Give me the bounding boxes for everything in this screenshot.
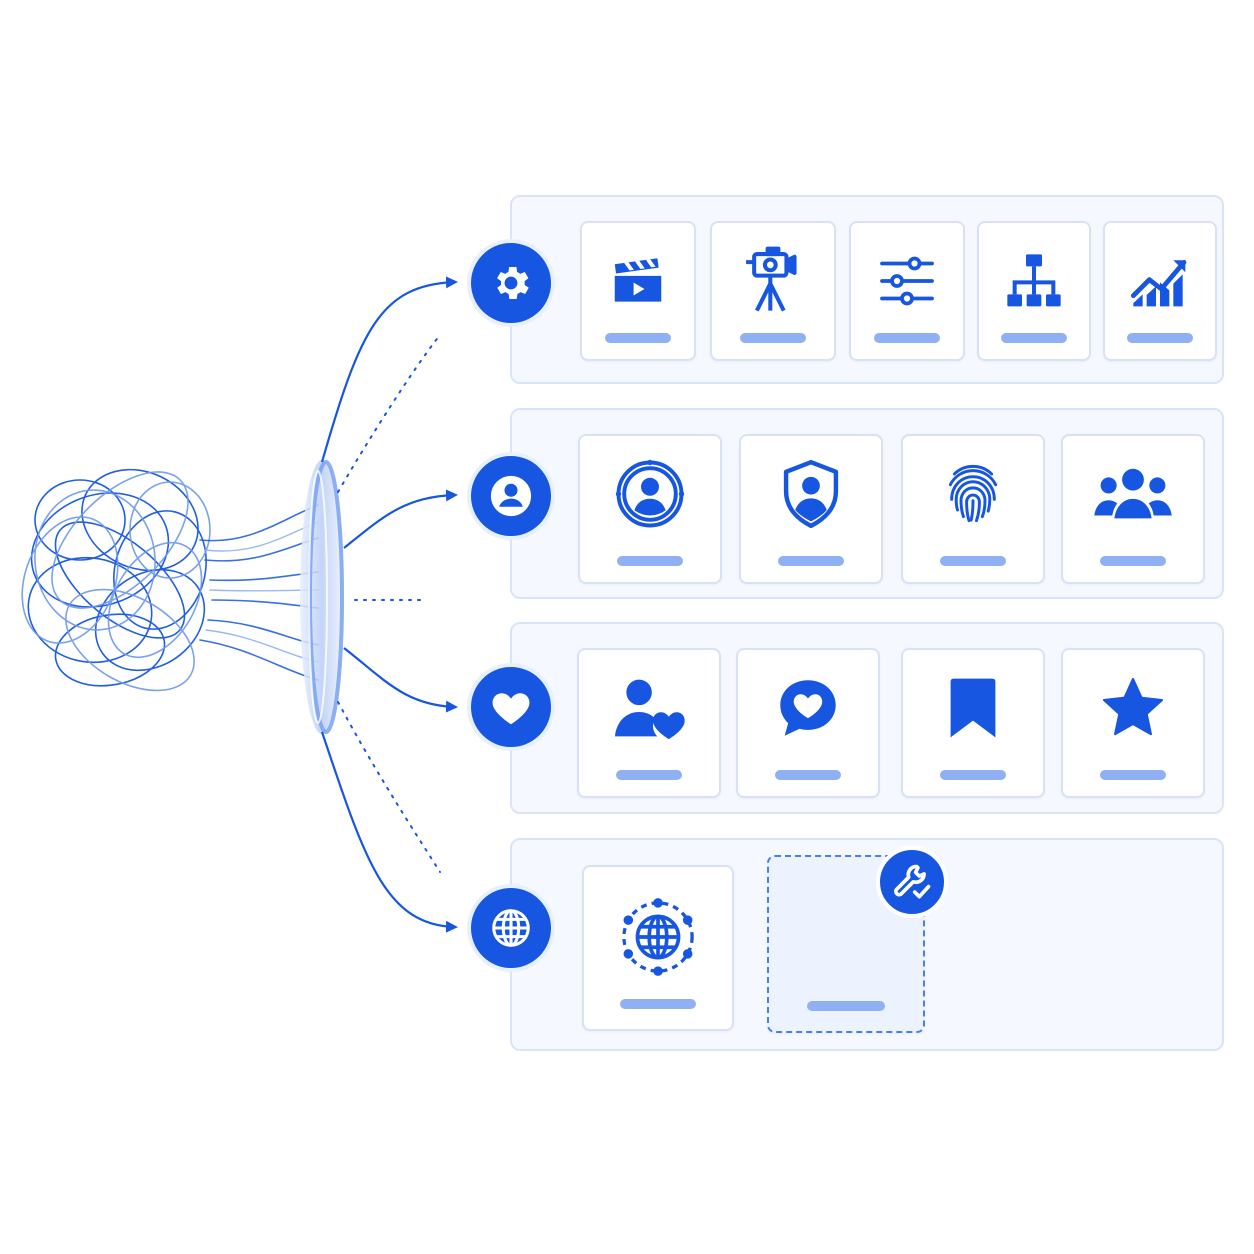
globe-network-icon xyxy=(622,898,694,976)
lens-disc-icon xyxy=(300,460,344,734)
gear-icon xyxy=(497,267,529,299)
tile-label-bar xyxy=(617,556,683,566)
heart-chat-icon xyxy=(780,680,836,736)
tile-group[interactable] xyxy=(1061,434,1205,584)
user-shield-icon xyxy=(783,459,839,529)
tile-video-camera[interactable] xyxy=(710,221,836,361)
tile-profile-circle[interactable] xyxy=(578,434,722,584)
tangled-lines-icon xyxy=(21,468,319,692)
tile-sliders[interactable] xyxy=(849,221,965,361)
tile-label-bar xyxy=(1100,770,1166,780)
tile-star[interactable] xyxy=(1061,648,1205,798)
tile-label-bar xyxy=(1001,333,1067,343)
tile-label-bar xyxy=(1127,333,1193,343)
bookmark-icon xyxy=(950,678,996,738)
tile-globe-network[interactable] xyxy=(582,865,734,1031)
user-heart-icon xyxy=(615,679,685,740)
tile-label-bar xyxy=(778,556,844,566)
tile-label-bar xyxy=(1100,556,1166,566)
tile-user-shield[interactable] xyxy=(739,434,883,584)
tile-label-bar xyxy=(740,333,806,343)
connector-dotted xyxy=(337,334,441,873)
tile-label-bar xyxy=(940,770,1006,780)
tile-label-bar xyxy=(807,1001,885,1011)
tile-heart-chat[interactable] xyxy=(736,648,880,798)
tile-label-bar xyxy=(940,556,1006,566)
sliders-icon xyxy=(880,256,934,306)
tile-user-heart[interactable] xyxy=(577,648,721,798)
fingerprint-icon xyxy=(948,464,998,523)
tile-label-bar xyxy=(775,770,841,780)
category-circle-2[interactable] xyxy=(467,663,555,751)
tile-hierarchy[interactable] xyxy=(977,221,1091,361)
group-icon xyxy=(1094,468,1172,519)
star-icon xyxy=(1102,677,1164,736)
tile-bookmark[interactable] xyxy=(901,648,1045,798)
clapperboard-icon xyxy=(614,258,662,302)
hierarchy-icon xyxy=(1007,254,1061,307)
tile-growth-chart[interactable] xyxy=(1103,221,1217,361)
profile-circle-icon xyxy=(615,459,685,528)
growth-chart-icon xyxy=(1130,259,1187,307)
video-camera-tripod-icon xyxy=(746,246,797,312)
user-icon xyxy=(490,475,532,517)
tile-fingerprint[interactable] xyxy=(901,434,1045,584)
globe-icon xyxy=(492,909,530,947)
wrench-check-badge[interactable] xyxy=(876,846,948,918)
category-circle-1[interactable] xyxy=(467,452,555,540)
category-circle-0[interactable] xyxy=(467,239,555,327)
tile-label-bar xyxy=(620,999,696,1009)
tile-label-bar xyxy=(605,333,671,343)
tile-label-bar xyxy=(616,770,682,780)
tile-clapperboard[interactable] xyxy=(580,221,696,361)
tile-label-bar xyxy=(874,333,940,343)
tile-empty-slot[interactable] xyxy=(767,855,925,1033)
category-circle-3[interactable] xyxy=(467,884,555,972)
heart-icon xyxy=(492,693,530,725)
connector-arrows xyxy=(320,276,458,933)
wrench-check-icon xyxy=(894,864,931,899)
